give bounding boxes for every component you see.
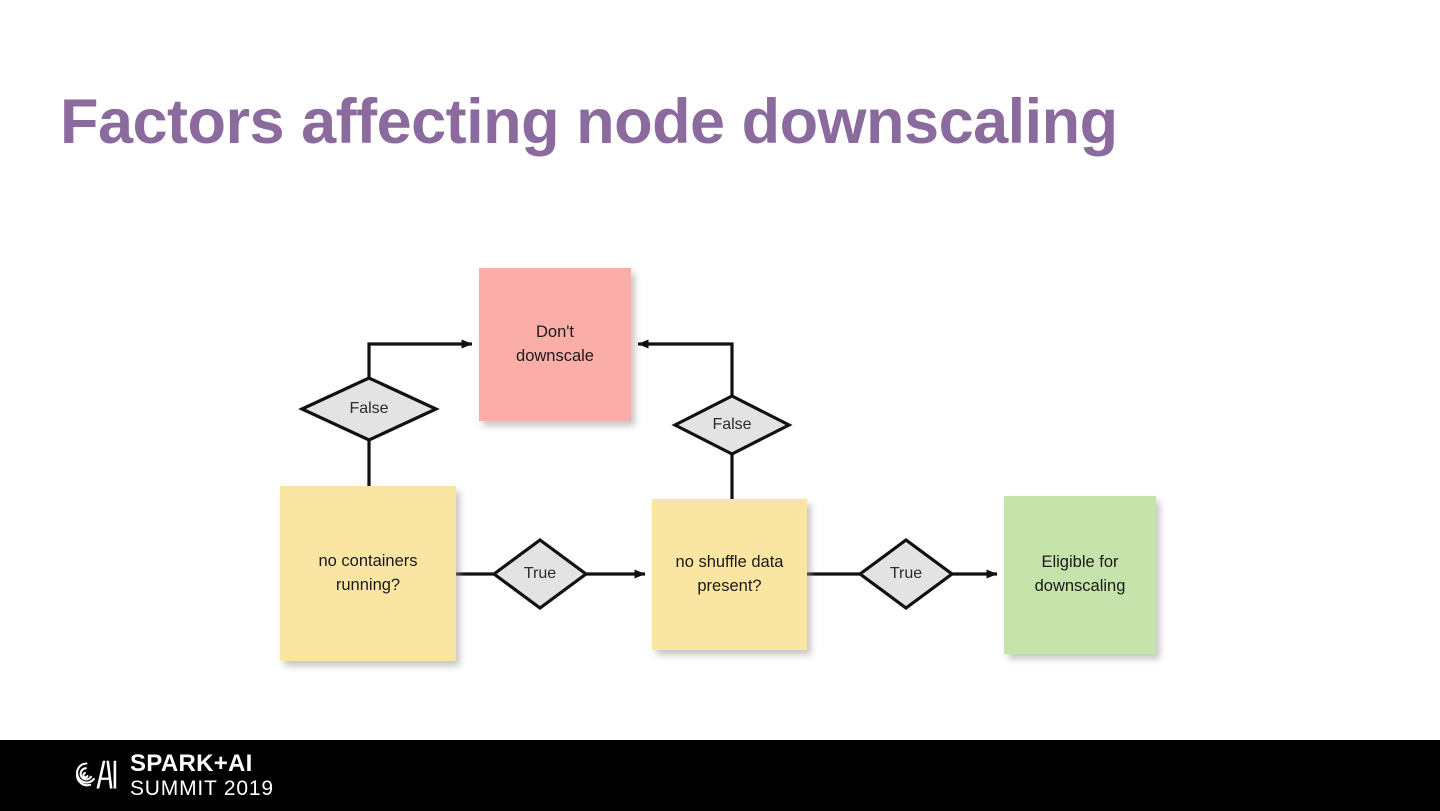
spark-summit-logo: SPARK+AI SUMMIT 2019 bbox=[66, 749, 274, 800]
node-no-shuffle-data-present[interactable] bbox=[652, 499, 807, 650]
decision-containers-true[interactable] bbox=[491, 538, 589, 610]
footer-bar bbox=[0, 740, 1440, 811]
node-no-containers-running[interactable] bbox=[280, 486, 456, 661]
logo-wordmark: SPARK+AI SUMMIT 2019 bbox=[130, 749, 274, 800]
edge-false-to-dont-downscale bbox=[367, 339, 473, 378]
spark-summit-spiral-logo-icon bbox=[75, 760, 117, 789]
flowchart-svg bbox=[280, 268, 1156, 661]
page-title: Factors affecting node downscaling bbox=[60, 87, 1118, 157]
edge-shuffle-false-to-dont-downscale bbox=[637, 339, 734, 396]
decision-containers-false[interactable] bbox=[298, 376, 440, 442]
logo-line-summit-2019: SUMMIT 2019 bbox=[130, 776, 274, 800]
logo-line-spark-ai: SPARK+AI bbox=[130, 749, 253, 777]
flow-nodes bbox=[280, 268, 1156, 661]
node-dont-downscale[interactable] bbox=[479, 268, 631, 421]
flow-connectors bbox=[367, 339, 998, 579]
decision-shuffle-false[interactable] bbox=[671, 394, 793, 456]
flowchart-diagram: Don't downscale no containers running? n… bbox=[280, 268, 1156, 661]
node-eligible-for-downscaling[interactable] bbox=[1004, 496, 1156, 654]
decision-shuffle-true[interactable] bbox=[857, 538, 955, 610]
